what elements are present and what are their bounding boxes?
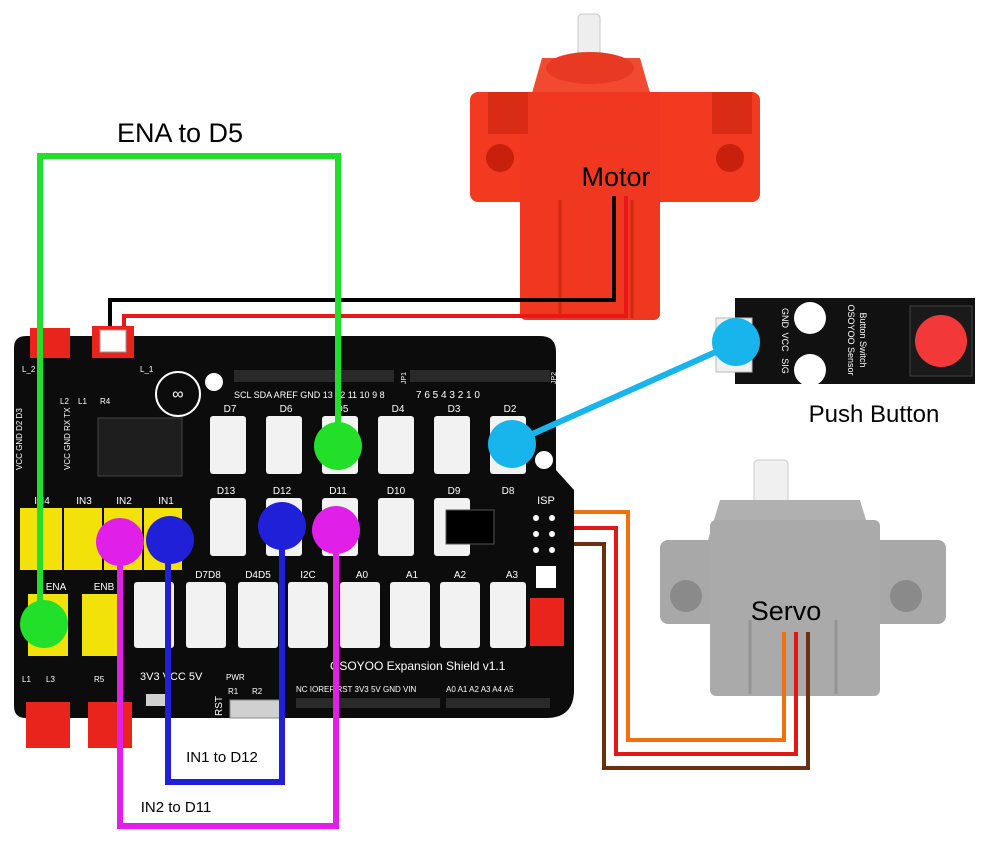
port-d12-label: D12	[273, 486, 292, 497]
port-d8-label: D8	[502, 486, 515, 497]
in3-label: IN3	[76, 496, 92, 507]
side-labels-mid: VCC GND RX TX	[63, 407, 72, 470]
ena-label: ENA	[46, 582, 67, 593]
servo-label: Servo	[751, 596, 822, 626]
led-r4: R4	[100, 397, 111, 406]
port-i2c-label: I2C	[300, 570, 316, 581]
svg-text:∞: ∞	[172, 386, 183, 403]
port-a0-label: A0	[356, 570, 369, 581]
port-d9-label: D9	[448, 486, 461, 497]
led-bottom-l1: L1	[22, 675, 31, 684]
shield-name: OSOYOO Expansion Shield v1.1	[330, 659, 506, 673]
ena-to-d5-label: ENA to D5	[117, 118, 243, 148]
bottom-port-row: D7D8 D4D5 I2C A0 A1 A2 A3	[134, 570, 526, 648]
d11-connector-dot	[312, 506, 360, 554]
port-d11-label: D11	[329, 486, 347, 497]
in2-label: IN2	[116, 496, 132, 507]
d2-connector-dot	[488, 420, 536, 468]
push-button-label: Push Button	[809, 401, 940, 428]
port-d7-label: D7	[224, 404, 237, 415]
motor: Motor	[470, 13, 760, 320]
button-connector-dot	[712, 318, 760, 366]
in1-connector-dot	[146, 516, 194, 564]
in1-label: IN1	[158, 496, 174, 507]
port-a1-label: A1	[406, 570, 419, 581]
d12-connector-dot	[258, 502, 306, 550]
in2-wire	[117, 530, 339, 829]
d2-wire	[508, 339, 740, 447]
pin-vcc-label: VCC	[780, 332, 790, 352]
isp-label: ISP	[537, 495, 555, 507]
r2-label: R2	[252, 687, 263, 696]
port-d6-label: D6	[280, 404, 293, 415]
push-button-module: GND VCC SIG OSOYOO Sensor Button Switch …	[715, 298, 975, 428]
port-a3-label: A3	[506, 570, 519, 581]
port-d4d5-label: D4D5	[245, 570, 271, 581]
analog-pins-label: A0 A1 A2 A3 A4 A5	[446, 685, 514, 694]
enb-label: ENB	[94, 582, 115, 593]
port-d5-label: D5	[336, 404, 349, 415]
pin-sig-label: SIG	[780, 358, 790, 374]
jp1-label: JP1	[401, 372, 408, 384]
port-d4-label: D4	[392, 404, 405, 415]
port-d2-label: D2	[504, 404, 517, 415]
port-d7d8-label: D7D8	[195, 570, 221, 581]
port-d3-label: D3	[448, 404, 461, 415]
motor-label: Motor	[581, 162, 650, 192]
r1-label: R1	[228, 687, 239, 696]
ena-wire	[37, 153, 341, 622]
l2-label: L_2	[22, 365, 36, 374]
pwr-label: PWR	[226, 673, 245, 682]
jp2-label: JP2	[551, 372, 558, 384]
ena-connector-dot	[20, 600, 68, 648]
in2-connector-dot	[96, 518, 144, 566]
d5-connector-dot	[314, 422, 362, 470]
digital-pins-high: SCL SDA AREF GND 13 12 11 10 9 8	[234, 390, 385, 400]
power-pins-label: NC IOREF RST 3V3 5V GND VIN	[296, 685, 417, 694]
led-bottom-r5: R5	[94, 675, 105, 684]
pin-gnd-label: GND	[780, 308, 790, 329]
module-subtitle: Button Switch	[858, 312, 868, 367]
led-bottom-l3: L3	[46, 675, 55, 684]
button-cap	[915, 315, 967, 367]
side-labels-left: VCC GND D2 D3	[15, 408, 24, 470]
led-l2: L2	[60, 397, 69, 406]
led-l1: L1	[78, 397, 87, 406]
digital-pins-low: 7 6 5 4 3 2 1 0	[416, 390, 480, 401]
in1-wire	[165, 526, 285, 785]
in1-to-d12-label: IN1 to D12	[186, 749, 258, 766]
module-title: OSOYOO Sensor	[846, 304, 856, 375]
port-a2-label: A2	[454, 570, 467, 581]
rst-label: RST	[214, 696, 225, 716]
l1-label: L_1	[140, 365, 154, 374]
voltage-label: 3V3 VCC 5V	[140, 671, 203, 683]
port-d13-label: D13	[217, 486, 236, 497]
servo: Servo	[660, 459, 946, 696]
in2-to-d11-label: IN2 to D11	[141, 799, 212, 816]
port-d10-label: D10	[387, 486, 406, 497]
